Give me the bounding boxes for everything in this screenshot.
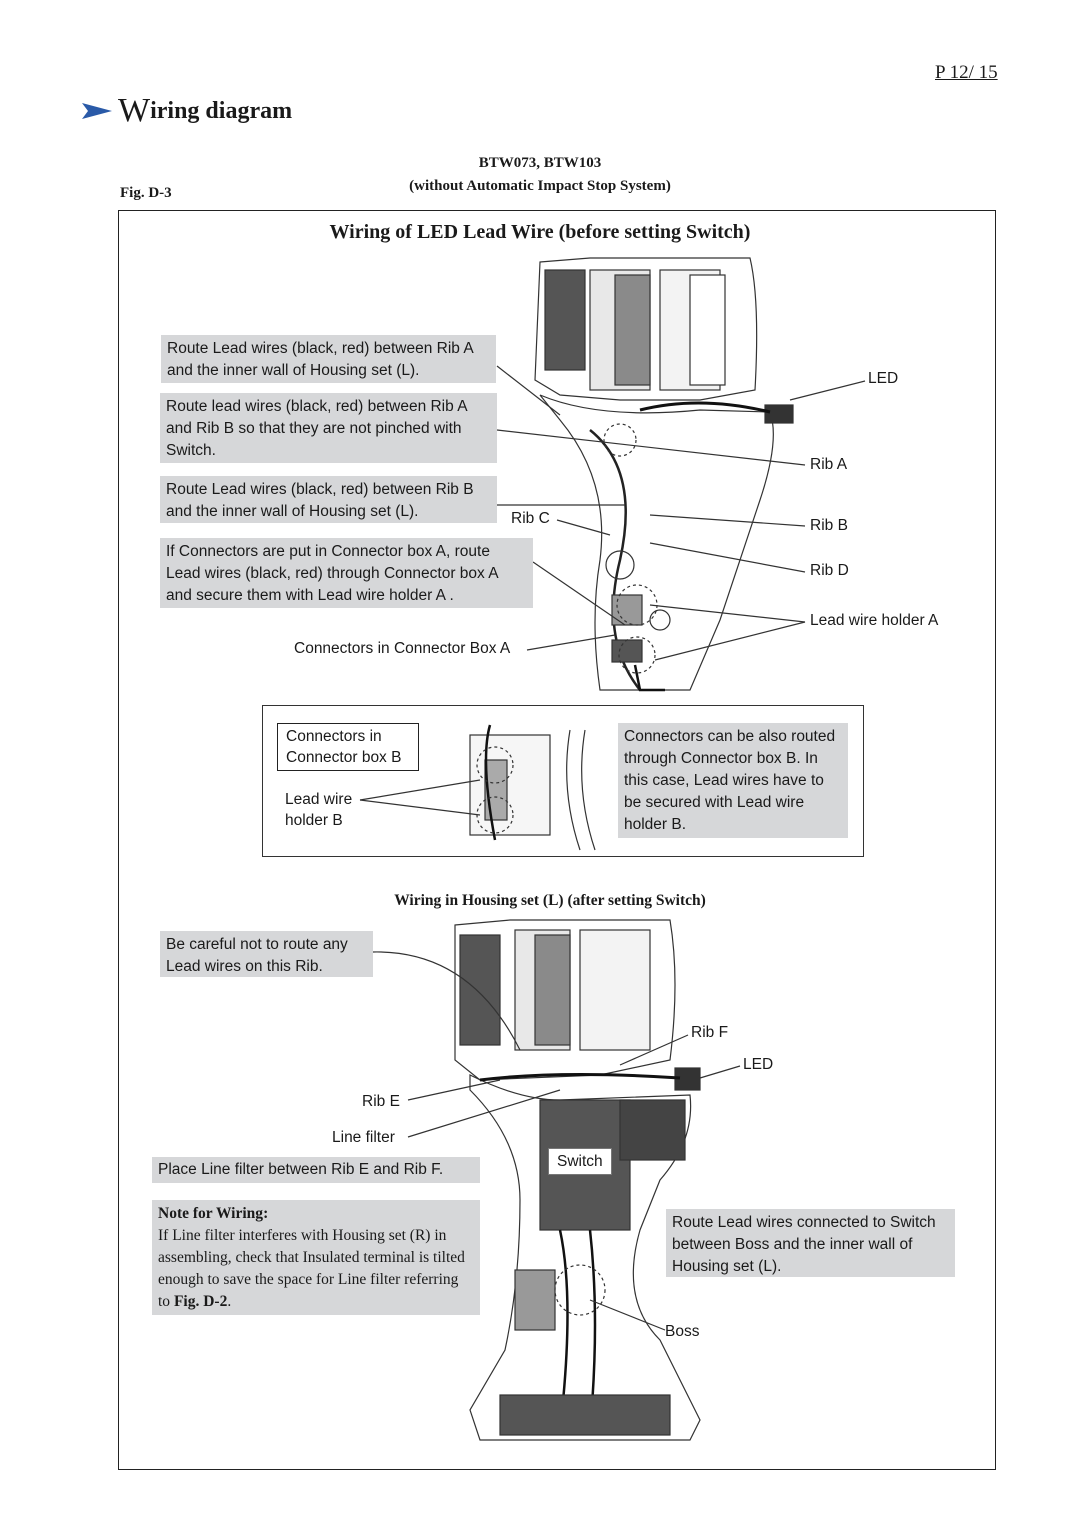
figure-label: Fig. D-3 (120, 185, 172, 201)
title-rest: iring diagram (150, 97, 293, 124)
note-fig-ref: Fig. D-2 (173, 1293, 228, 1310)
label-boss: Boss (665, 1323, 700, 1340)
note-body: If Line filter interferes with Housing s… (158, 1227, 465, 1310)
figure-frame (118, 210, 996, 1470)
section2-title: Wiring in Housing set (L) (after setting… (394, 892, 706, 909)
note-rib-b: Route Lead wires (black, red) between Ri… (160, 476, 497, 523)
label-lead-wire-holder-a: Lead wire holder A (810, 612, 939, 629)
model-name: BTW073, BTW103 (478, 155, 602, 171)
inset-connector-box-b (262, 705, 864, 857)
note-for-wiring: Note for Wiring: If Line filter interfer… (152, 1200, 480, 1315)
arrow-right-icon (82, 103, 112, 119)
label-led: LED (868, 370, 899, 387)
note-rib-a: Route Lead wires (black, red) between Ri… (161, 335, 496, 383)
section1-title: Wiring of LED Lead Wire (before setting … (329, 221, 751, 243)
note-rib-a-b: Route lead wires (black, red) between Ri… (160, 393, 497, 463)
label-connectors-box-a: Connectors in Connector Box A (294, 640, 511, 657)
page-title: W iring diagram (82, 92, 292, 130)
model-note: (without Automatic Impact Stop System) (409, 178, 671, 194)
label-rib-a: Rib A (810, 456, 848, 473)
note-route-switch: Route Lead wires connected to Switch bet… (666, 1209, 955, 1277)
label-line-filter: Line filter (332, 1129, 395, 1146)
label-connectors-box-b: Connectors in Connector box B (277, 723, 419, 771)
label-rib-b: Rib B (810, 517, 848, 534)
note-line-filter-place: Place Line filter between Rib E and Rib … (152, 1157, 480, 1183)
note-careful-rib: Be careful not to route any Lead wires o… (160, 931, 373, 977)
label-rib-d: Rib D (810, 562, 849, 579)
page-number: P 12/ 15 (935, 62, 998, 83)
label-led-2: LED (743, 1056, 774, 1073)
note-connector-box-b: Connectors can be also routed through Co… (618, 723, 848, 838)
note-heading: Note for Wiring: (158, 1205, 269, 1222)
label-rib-f: Rib F (691, 1024, 729, 1041)
label-rib-e: Rib E (362, 1093, 400, 1110)
label-lead-wire-holder-b: Lead wire holder B (285, 791, 353, 829)
label-rib-c: Rib C (511, 510, 550, 527)
note-connector-box-a: If Connectors are put in Connector box A… (160, 538, 533, 608)
title-initial: W (118, 92, 151, 129)
label-switch: Switch (548, 1148, 612, 1175)
